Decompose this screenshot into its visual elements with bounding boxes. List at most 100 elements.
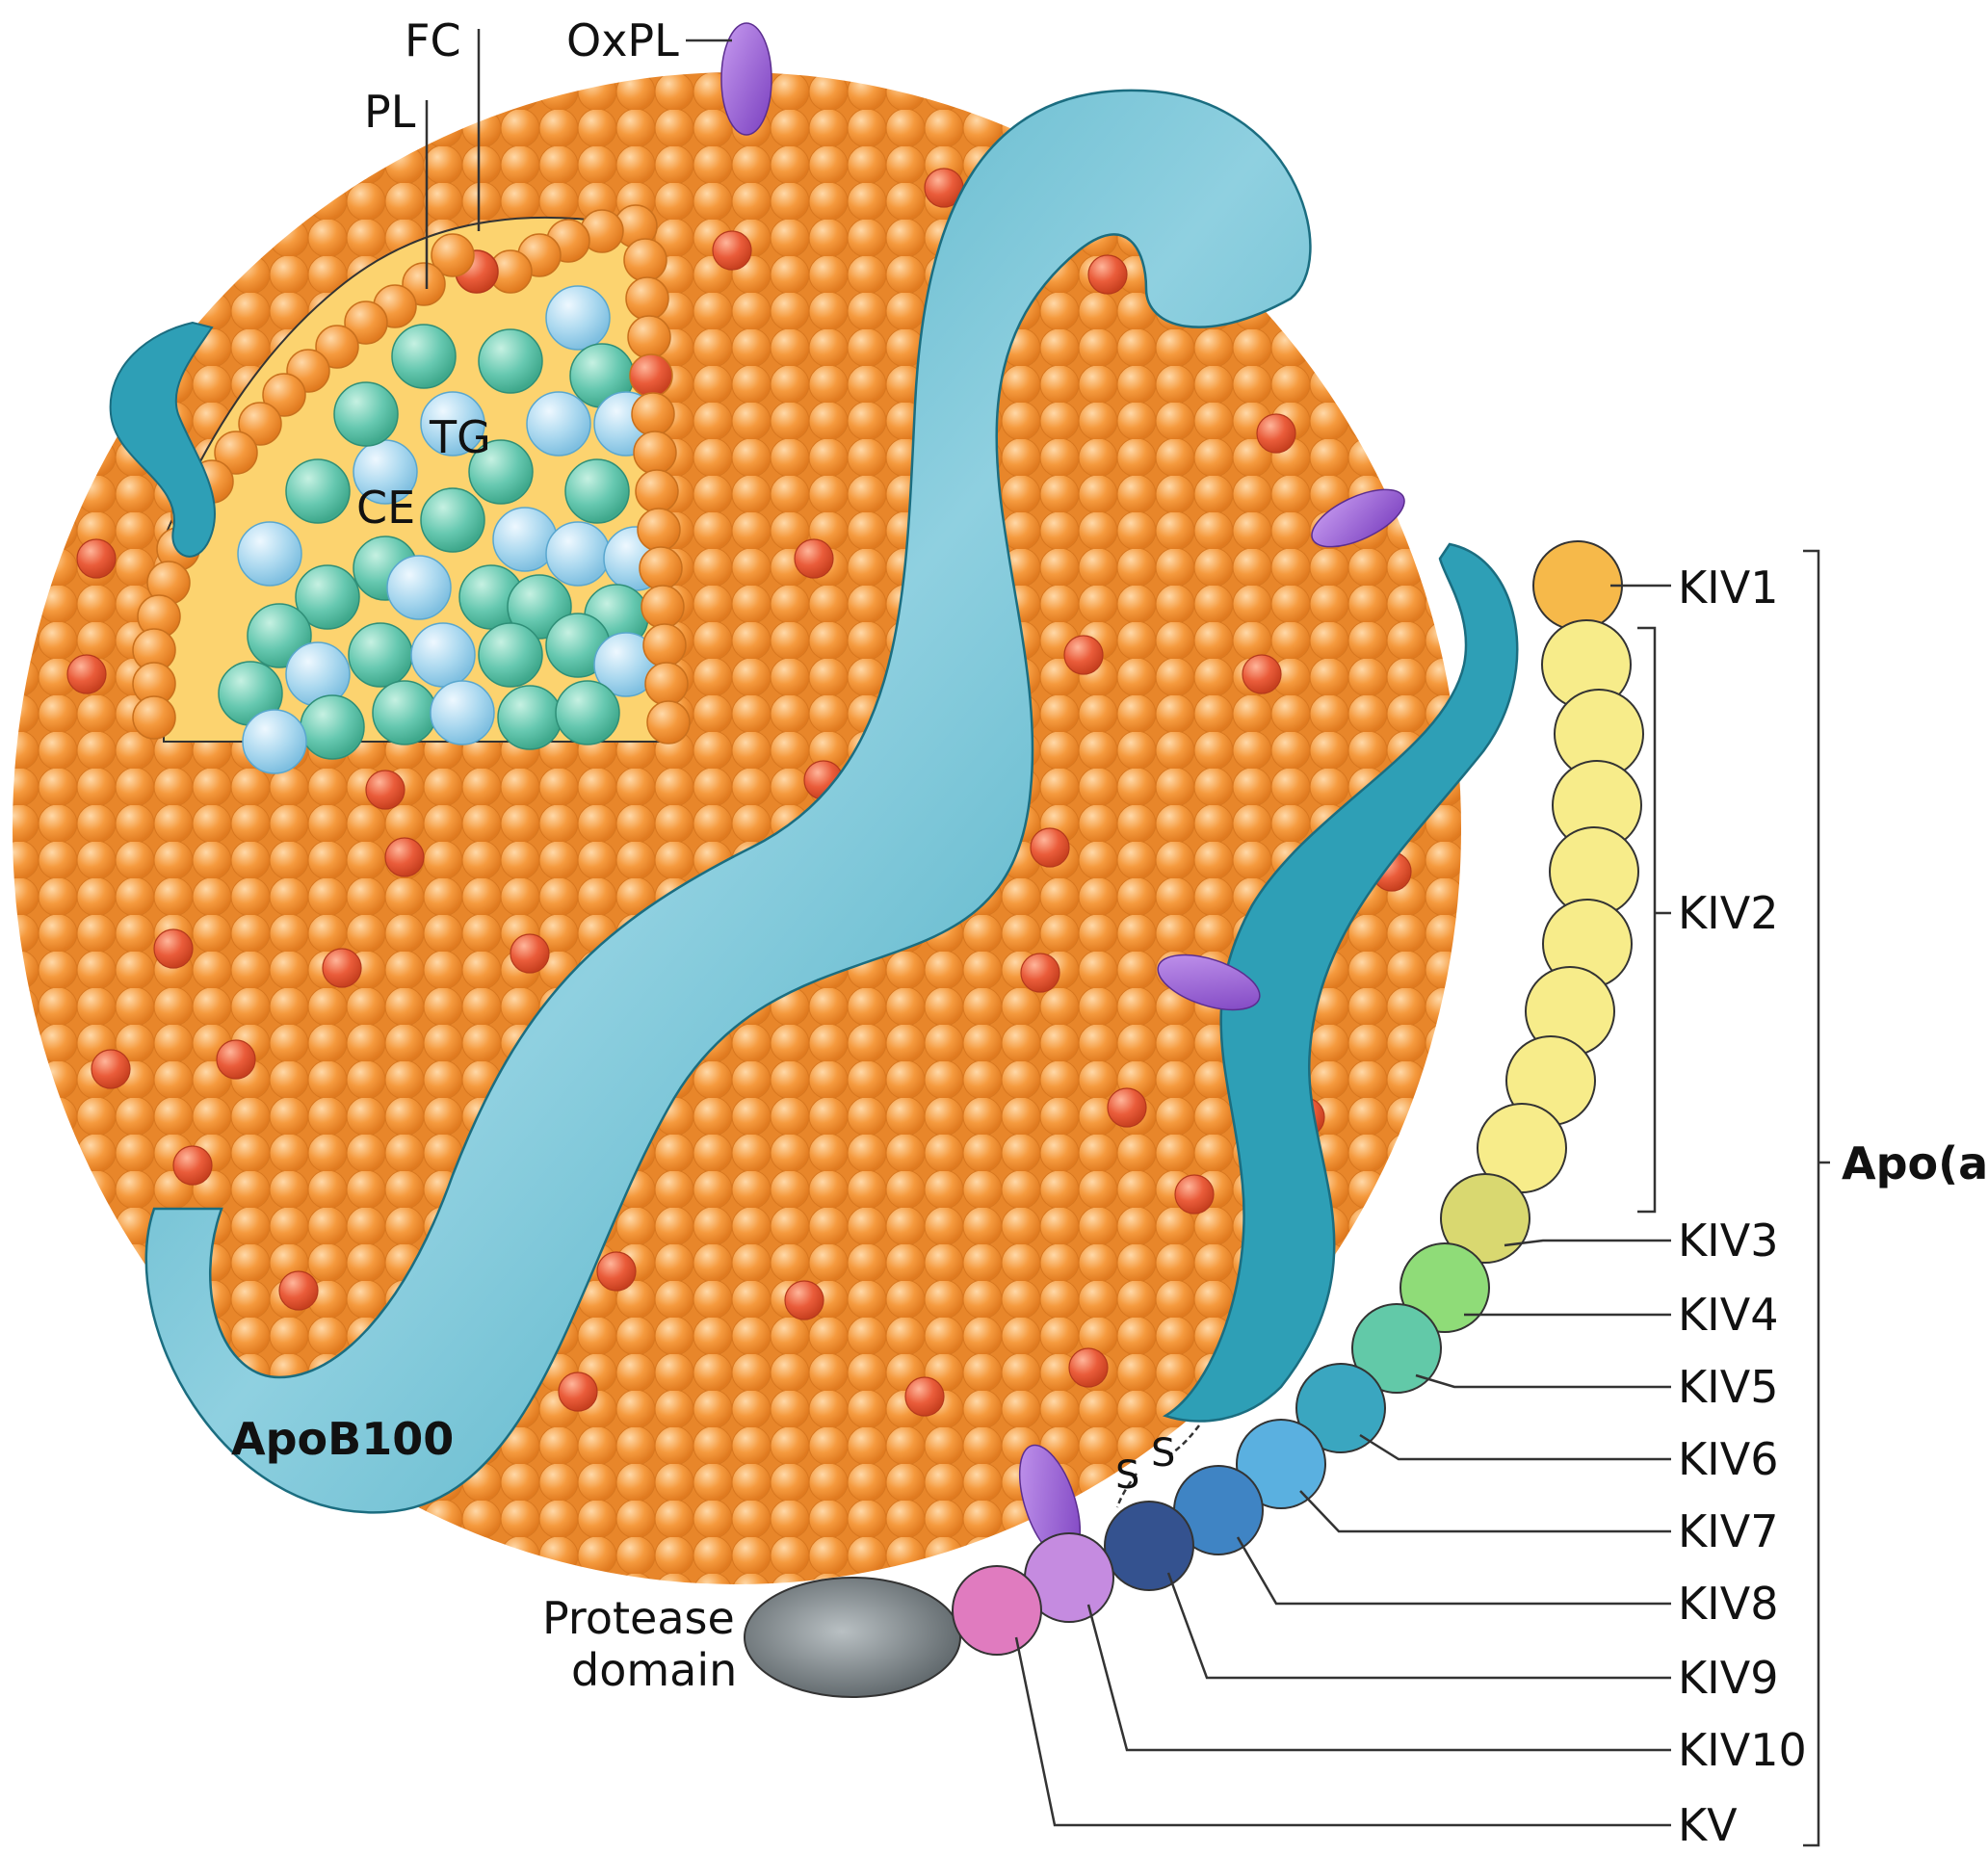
phospholipid (214, 431, 258, 475)
cholesteryl-ester (545, 285, 611, 351)
free-cholesterol (66, 654, 107, 694)
kringle-label-kiv9: KIV9 (1678, 1652, 1778, 1704)
triglyceride (468, 439, 534, 505)
kringle-kiv5-bead (1351, 1303, 1442, 1394)
apob100-ribbon-right (1163, 542, 1519, 1423)
free-cholesterol (784, 1280, 824, 1320)
triglyceride (420, 487, 485, 553)
oxpl-top (720, 22, 772, 136)
triglyceride (564, 458, 630, 524)
phospholipid (644, 662, 689, 706)
kringle-label-kiv2: KIV2 (1678, 887, 1778, 939)
phospholipid (633, 431, 677, 475)
kringle-leader-kiv10 (1086, 1604, 1671, 1752)
free-cholesterol (1256, 413, 1296, 454)
kringle-leader-kiv5 (1415, 1373, 1671, 1389)
free-cholesterol (322, 948, 362, 988)
free-cholesterol (172, 1145, 213, 1186)
oxpl-right (1311, 488, 1405, 548)
sulfur-label-1: S (1151, 1431, 1175, 1476)
phospholipid (623, 238, 667, 282)
fc-label: FC (405, 14, 461, 66)
kringle-kiv7-bead (1236, 1419, 1326, 1509)
protease-label-line2: domain (571, 1644, 737, 1696)
kringle-label-kiv3: KIV3 (1678, 1215, 1778, 1267)
cholesteryl-ester (386, 555, 452, 620)
free-cholesterol (153, 928, 194, 969)
phospholipid (627, 315, 671, 359)
oxpl-label: OxPL (566, 14, 679, 66)
phospholipid (344, 300, 388, 345)
cholesteryl-ester (410, 622, 476, 688)
free-cholesterol (904, 1376, 945, 1417)
phospholipid (631, 392, 675, 436)
protease-domain (744, 1577, 961, 1698)
triglyceride (555, 680, 620, 745)
free-cholesterol (384, 837, 425, 877)
triglyceride (300, 694, 365, 760)
kringle-label-kiv10: KIV10 (1678, 1724, 1807, 1776)
phospholipid (641, 585, 685, 629)
free-cholesterol (596, 1251, 637, 1292)
kringle-kiv4-bead (1399, 1242, 1490, 1333)
triglyceride (285, 458, 351, 524)
free-cholesterol (76, 538, 117, 579)
free-cholesterol (1087, 254, 1128, 295)
triglyceride (497, 685, 562, 750)
kringle-leader-kiv3 (1504, 1239, 1671, 1247)
phospholipid (238, 402, 282, 446)
apoa-bracket (1803, 549, 1830, 1847)
kringle-kiv3-bead (1440, 1173, 1530, 1264)
kiv2-bracket (1637, 626, 1657, 1214)
kringle-label-kiv7: KIV7 (1678, 1505, 1778, 1557)
kringle-leader-kiv6 (1359, 1433, 1671, 1461)
triglyceride (372, 680, 437, 745)
disulfide-bond: S S (1115, 1424, 1200, 1508)
apoa-label: Apo(a) (1842, 1137, 1988, 1189)
kringle-leader-kiv9 (1166, 1572, 1671, 1680)
kringle-kv-bead (952, 1565, 1042, 1656)
phospholipid-rim (132, 204, 691, 745)
phospholipid (132, 695, 176, 740)
cholesteryl-ester (237, 521, 302, 587)
sulfur-label-2: S (1115, 1453, 1139, 1498)
free-cholesterol (1068, 1347, 1109, 1388)
phospholipid (625, 276, 669, 321)
kringle-label-kiv4: KIV4 (1678, 1289, 1778, 1341)
apob100-ribbon-left (109, 321, 217, 558)
kringle-leader-kiv7 (1299, 1490, 1671, 1533)
triglyceride (391, 324, 457, 389)
phospholipid (635, 469, 679, 513)
triglyceride (348, 622, 413, 688)
free-cholesterol (216, 1039, 256, 1080)
triglyceride (478, 328, 543, 394)
free-cholesterol (1020, 953, 1060, 993)
kringle-label-kiv5: KIV5 (1678, 1361, 1778, 1413)
apob100-ribbon-main (144, 89, 1312, 1514)
free-cholesterol (1063, 635, 1104, 675)
kringle-leader-kiv8 (1236, 1536, 1671, 1606)
phospholipid (637, 508, 681, 552)
kringle-kiv9-bead (1104, 1501, 1194, 1591)
kringle-leader-kv (1014, 1636, 1671, 1827)
kringle-label-kiv8: KIV8 (1678, 1578, 1778, 1630)
kringle-kiv1-bead (1532, 540, 1623, 631)
phospholipid (642, 623, 687, 667)
free-cholesterol (1242, 654, 1282, 694)
cholesteryl-ester (545, 521, 611, 587)
lipoprotein-particle (13, 72, 1461, 1584)
kringle-kiv6-bead (1295, 1363, 1386, 1453)
apoa-kringles (952, 540, 1644, 1656)
kringle-label-kv: KV (1678, 1799, 1738, 1851)
apob100-protein (109, 89, 1519, 1514)
free-cholesterol (629, 353, 673, 398)
free-cholesterol (365, 770, 405, 810)
kringle-label-kiv6: KIV6 (1678, 1433, 1778, 1485)
free-cholesterol (1107, 1087, 1147, 1128)
oxpl-middle (1157, 954, 1261, 1011)
phospholipid (646, 700, 691, 745)
tg-label: TG (429, 411, 491, 463)
triglyceride (333, 381, 399, 447)
free-cholesterol (91, 1049, 131, 1089)
